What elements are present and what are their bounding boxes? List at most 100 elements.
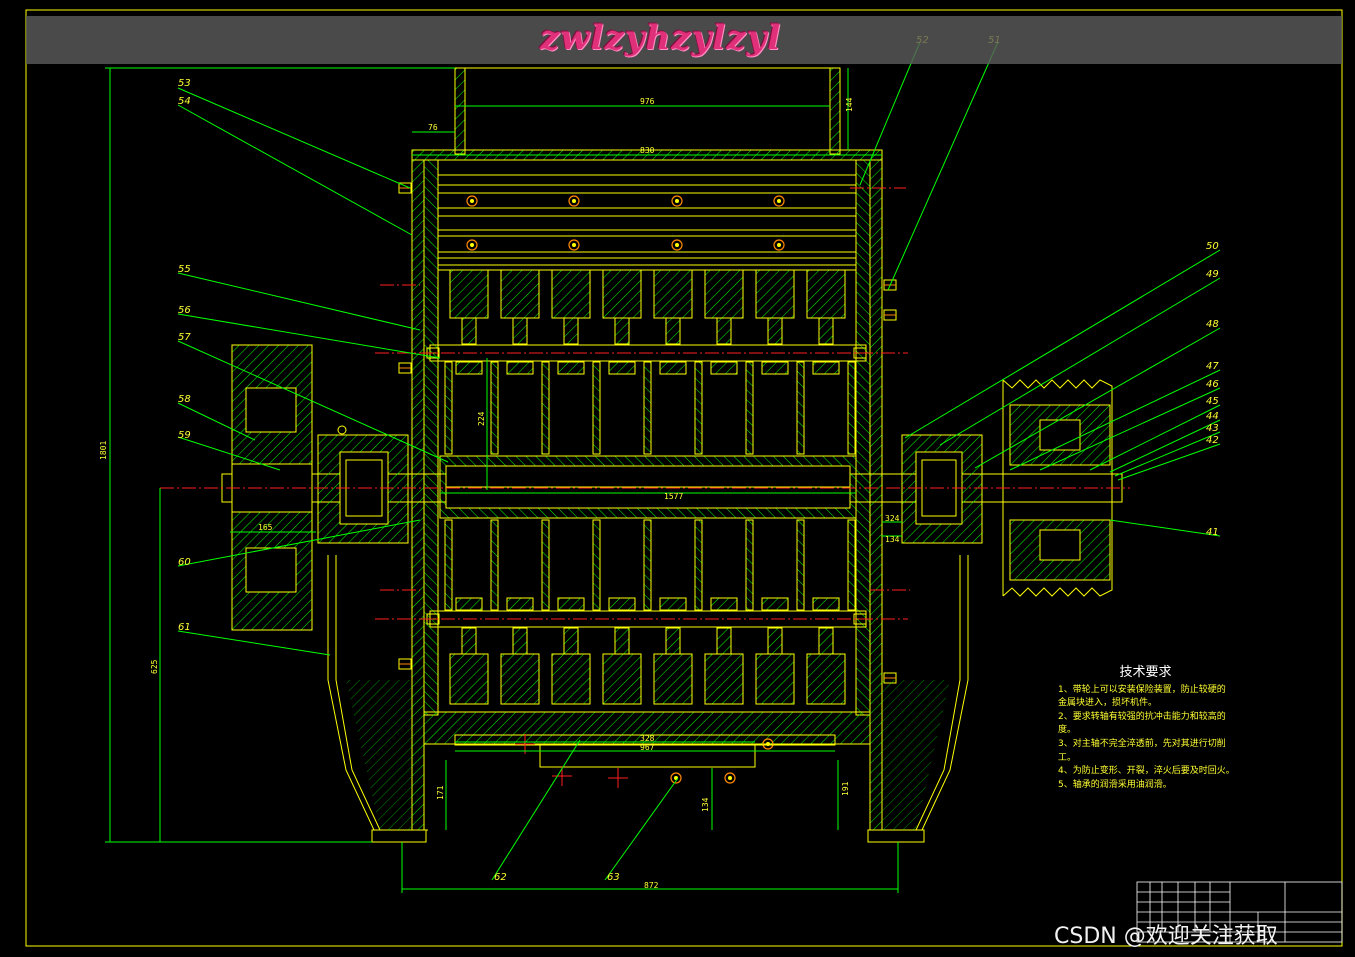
part-48: 48: [1206, 319, 1219, 330]
rotor-disc: [643, 361, 652, 611]
dimension-text: 976 76 144 830 1801 224 1577 165 324 134…: [99, 97, 900, 890]
technical-requirements: 技术要求 1、带轮上可以安装保险装置，防止较硬的 金属块进入，损坏机件。 2、要…: [1058, 666, 1273, 792]
bolt: [773, 239, 785, 251]
hammers-upper-row: [449, 269, 846, 375]
bolt: [466, 195, 478, 207]
bolt: [773, 195, 785, 207]
part-42: 42: [1206, 435, 1219, 446]
hammer: [653, 269, 693, 375]
tech-line-6: 工。: [1058, 752, 1077, 763]
dim-830: 830: [640, 146, 655, 155]
dim-1577: 1577: [664, 492, 683, 501]
tech-line-8: 5、轴承的润滑采用油润滑。: [1058, 779, 1172, 790]
leader-lines: [177, 41, 1221, 881]
dim-224: 224: [477, 411, 486, 426]
rotor-disc: [444, 361, 453, 611]
bolt: [466, 239, 478, 251]
watermark-text: zwlzyhzylzyl: [540, 18, 782, 58]
dim-165: 165: [258, 523, 273, 532]
bolt: [568, 195, 580, 207]
part-53: 53: [178, 78, 191, 89]
part-60: 60: [178, 557, 191, 568]
rotor-disc: [490, 361, 499, 611]
part-62: 62: [494, 872, 507, 883]
hammer: [602, 597, 642, 705]
part-45: 45: [1206, 396, 1219, 407]
hammer: [704, 269, 744, 375]
dim-1801: 1801: [99, 441, 108, 460]
dim-967: 967: [640, 743, 655, 752]
part-47: 47: [1206, 361, 1219, 372]
hammer: [449, 597, 489, 705]
tech-line-7: 4、为防止变形、开裂，淬火后要及时回火。: [1058, 766, 1235, 777]
part-50: 50: [1206, 241, 1219, 252]
part-44: 44: [1206, 411, 1219, 422]
dim-134: 134: [701, 797, 710, 812]
drawing-border: [25, 9, 1343, 947]
hammer: [755, 269, 795, 375]
dim-171: 171: [436, 785, 445, 800]
main-shaft: [221, 455, 1123, 519]
part-56: 56: [178, 305, 191, 316]
tech-line-3: 2、要求转轴有较强的抗冲击能力和较高的: [1058, 711, 1226, 722]
rotor-disc: [541, 361, 550, 611]
top-watermark-bar: [26, 16, 1342, 64]
tech-line-5: 3、对主轴不完全淬透前，先对其进行切削: [1058, 738, 1226, 749]
dim-328: 328: [640, 734, 655, 743]
discharge-grate: [454, 734, 836, 768]
rotor-disc: [796, 361, 805, 611]
tech-requirements-title: 技术要求: [1119, 665, 1172, 680]
part-63: 63: [607, 872, 620, 883]
dim-134-side: 134: [885, 535, 900, 544]
dim-625: 625: [150, 659, 159, 674]
rotor-disc: [694, 361, 703, 611]
part-49: 49: [1206, 269, 1219, 280]
rotor-disc: [847, 361, 856, 611]
hammer: [806, 597, 846, 705]
csdn-watermark: CSDN @欢迎关注获取: [1054, 924, 1278, 949]
bolt: [568, 239, 580, 251]
part-54: 54: [178, 96, 191, 107]
bolt: [883, 309, 897, 321]
hammer: [755, 597, 795, 705]
rotor-discs: [444, 361, 856, 611]
rotor-disc: [745, 361, 754, 611]
crusher-housing: [411, 159, 883, 831]
hammer: [449, 269, 489, 375]
hammer: [653, 597, 693, 705]
screen-plates: [438, 184, 856, 259]
part-43: 43: [1206, 423, 1219, 434]
left-bearing-housing: [317, 425, 409, 544]
dim-191: 191: [841, 781, 850, 796]
hammers-lower-row: [449, 597, 846, 705]
tech-line-2: 金属块进入，损坏机件。: [1058, 698, 1158, 709]
hammer: [500, 269, 540, 375]
centerlines: [160, 187, 1130, 620]
hammer: [704, 597, 744, 705]
base-frame: [327, 555, 969, 843]
dimension-lines: [105, 67, 902, 893]
v-belt-pulley: [1002, 378, 1113, 597]
right-bearing-housing: [901, 434, 983, 544]
hammer: [806, 269, 846, 375]
dim-872: 872: [644, 881, 659, 890]
part-46: 46: [1206, 379, 1219, 390]
bolt: [398, 362, 412, 374]
part-55: 55: [178, 264, 191, 275]
part-61: 61: [178, 622, 191, 633]
hammer: [602, 269, 642, 375]
hammer: [551, 269, 591, 375]
part-57: 57: [178, 332, 191, 343]
hammer: [551, 597, 591, 705]
dim-324: 324: [885, 514, 900, 523]
part-59: 59: [178, 430, 191, 441]
rotor-disc: [592, 361, 601, 611]
dim-144: 144: [845, 97, 854, 112]
bolt: [724, 772, 736, 784]
part-58: 58: [178, 394, 191, 405]
bolt: [398, 658, 412, 670]
dim-976: 976: [640, 97, 655, 106]
tech-line-4: 度。: [1058, 725, 1077, 736]
part-41: 41: [1206, 527, 1219, 538]
